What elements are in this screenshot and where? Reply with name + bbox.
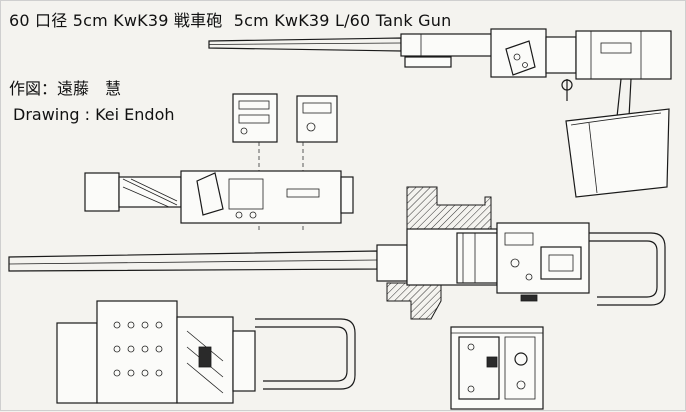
detail-views: [232, 93, 338, 231]
breech-rear-view: [450, 326, 544, 410]
top-side-view: [208, 28, 672, 198]
credit-japanese: 作図：遠藤 慧: [9, 79, 122, 98]
middle-breech-view: [84, 170, 354, 224]
lower-side-view: [8, 186, 666, 320]
title-japanese: 60 口径 5cm KwK39 戦車砲: [9, 11, 223, 30]
bottom-mount-view: [56, 300, 356, 404]
credit-english: Drawing : Kei Endoh: [13, 105, 175, 124]
page-title: 60 口径 5cm KwK39 戦車砲 5cm KwK39 L/60 Tank …: [9, 7, 457, 31]
title-english: 5cm KwK39 L/60 Tank Gun: [233, 11, 452, 30]
